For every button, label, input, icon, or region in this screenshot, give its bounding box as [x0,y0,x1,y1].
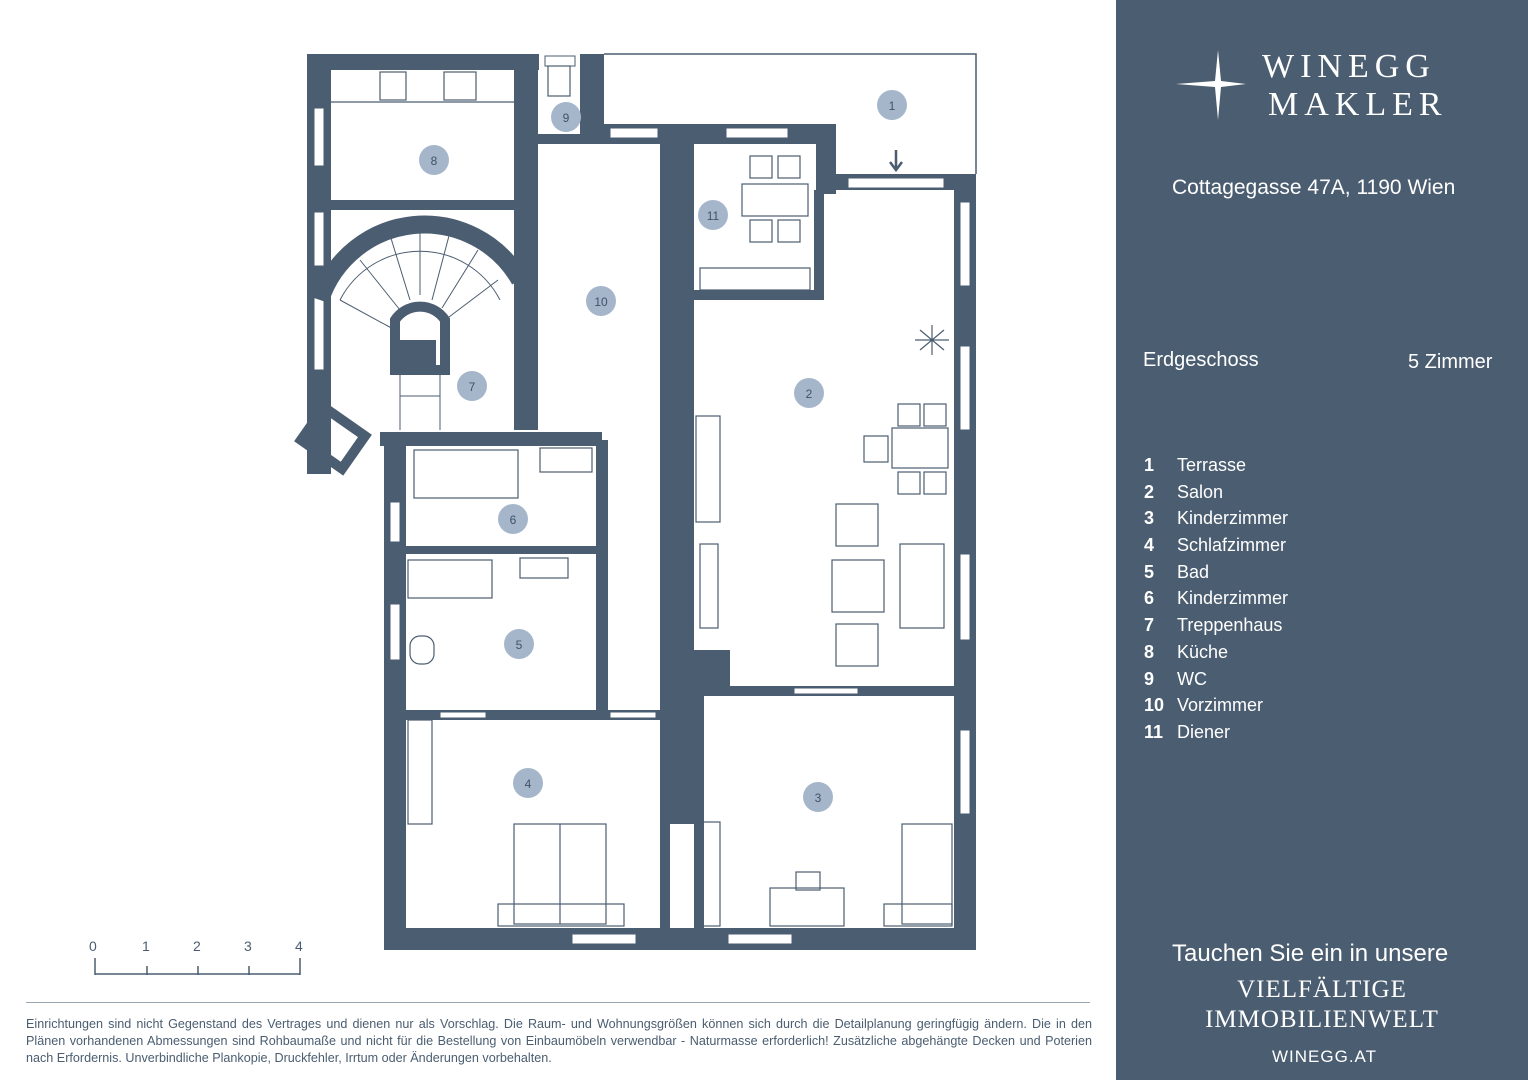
divider [26,1002,1090,1003]
legend-number: 7 [1144,615,1155,636]
tagline: Tauchen Sie ein in unsere [1172,940,1449,967]
legend-label: Treppenhaus [1177,615,1283,636]
brand-line-2: MAKLER [1268,86,1448,123]
legend-item: 2 Salon [1144,482,1444,509]
scale-label-0: 0 [89,938,97,954]
star-logo-icon [1176,50,1246,120]
svg-text:11: 11 [707,209,720,223]
legend-number: 9 [1144,668,1155,689]
scale-label-4: 4 [295,938,303,954]
brand-line-1: WINEGG [1262,48,1436,85]
svg-text:9: 9 [563,111,570,125]
legend-label: Küche [1177,641,1229,662]
room-marker-2: 2 [794,378,824,408]
furniture [331,65,953,927]
scale-bar [94,958,301,975]
svg-text:1: 1 [889,99,896,113]
floor-plan-area: 1 2 3 4 5 6 7 8 9 10 11 0 1 2 3 4 Einric… [26,53,1092,1065]
scale-label-2: 2 [193,938,201,954]
room-marker-8: 8 [419,145,449,175]
terrace-outline [604,53,977,174]
legend-label: Vorzimmer [1177,695,1264,716]
legend-label: Kinderzimmer [1177,588,1289,609]
room-marker-3: 3 [803,782,833,812]
room-marker-5: 5 [504,629,534,659]
disclaimer: Einrichtungen sind nicht Gegenstand des … [26,1017,1092,1065]
legend-label: Bad [1177,561,1210,582]
legend-label: Schlafzimmer [1177,535,1287,556]
staircase [294,215,528,476]
legend-label: WC [1177,668,1207,689]
svg-text:5: 5 [516,638,523,652]
legend-item: 1 Terrasse [1144,455,1444,482]
legend-item: 6 Kinderzimmer [1144,588,1444,615]
legend-number: 5 [1144,561,1155,582]
scale-label-3: 3 [244,938,252,954]
svg-text:3: 3 [815,791,822,805]
headline-line-1: VIELFÄLTIGE [1237,976,1407,1003]
floor-label: Erdgeschoss [1143,349,1259,371]
legend-number: 4 [1144,535,1155,556]
room-marker-4: 4 [513,768,543,798]
legend-label: Terrasse [1177,455,1247,475]
svg-text:6: 6 [510,513,517,527]
legend-item: 7 Treppenhaus [1144,615,1444,642]
room-marker-9: 9 [551,102,581,132]
legend-item: 4 Schlafzimmer [1144,535,1444,562]
room-marker-11: 11 [698,200,728,230]
legend-item: 8 Küche [1144,642,1444,669]
legend-number: 3 [1144,508,1155,529]
headline-line-2: IMMOBILIENWELT [1205,1006,1439,1033]
windows [313,55,971,945]
legend-item: 10 Vorzimmer [1144,695,1444,722]
legend-label: Kinderzimmer [1177,508,1289,529]
room-markers: 1 2 3 4 5 6 7 8 9 10 11 [419,90,907,812]
svg-text:2: 2 [806,387,813,401]
legend-item: 5 Bad [1144,562,1444,589]
legend-number: 8 [1144,641,1155,662]
scale-label-1: 1 [142,938,150,954]
website-link[interactable]: WINEGG.AT [1272,1047,1378,1066]
legend-number: 6 [1144,588,1155,609]
svg-text:7: 7 [469,380,476,394]
legend-number: 2 [1144,481,1155,502]
legend-item: 11 Diener [1144,722,1444,749]
room-marker-1: 1 [877,90,907,120]
legend-item: 3 Kinderzimmer [1144,508,1444,535]
legend-label: Salon [1177,481,1224,502]
legend-number: 11 [1144,721,1164,742]
svg-text:4: 4 [525,777,532,791]
svg-text:10: 10 [594,295,608,309]
room-marker-7: 7 [457,371,487,401]
sidebar: WINEGG MAKLER Cottagegasse 47A, 1190 Wie… [1116,0,1528,1080]
entrance-arrow-icon [889,150,903,173]
floor-plan: 1 2 3 4 5 6 7 8 9 10 11 [94,53,977,975]
legend-label: Diener [1177,721,1231,742]
room-marker-10: 10 [586,286,616,316]
svg-text:8: 8 [431,154,438,168]
room-marker-6: 6 [498,504,528,534]
legend-number: 10 [1144,695,1165,716]
legend-number: 1 [1144,455,1155,475]
room-count: 5 Zimmer [1408,351,1493,373]
address: Cottagegasse 47A, 1190 Wien [1172,176,1456,199]
legend-item: 9 WC [1144,669,1444,696]
